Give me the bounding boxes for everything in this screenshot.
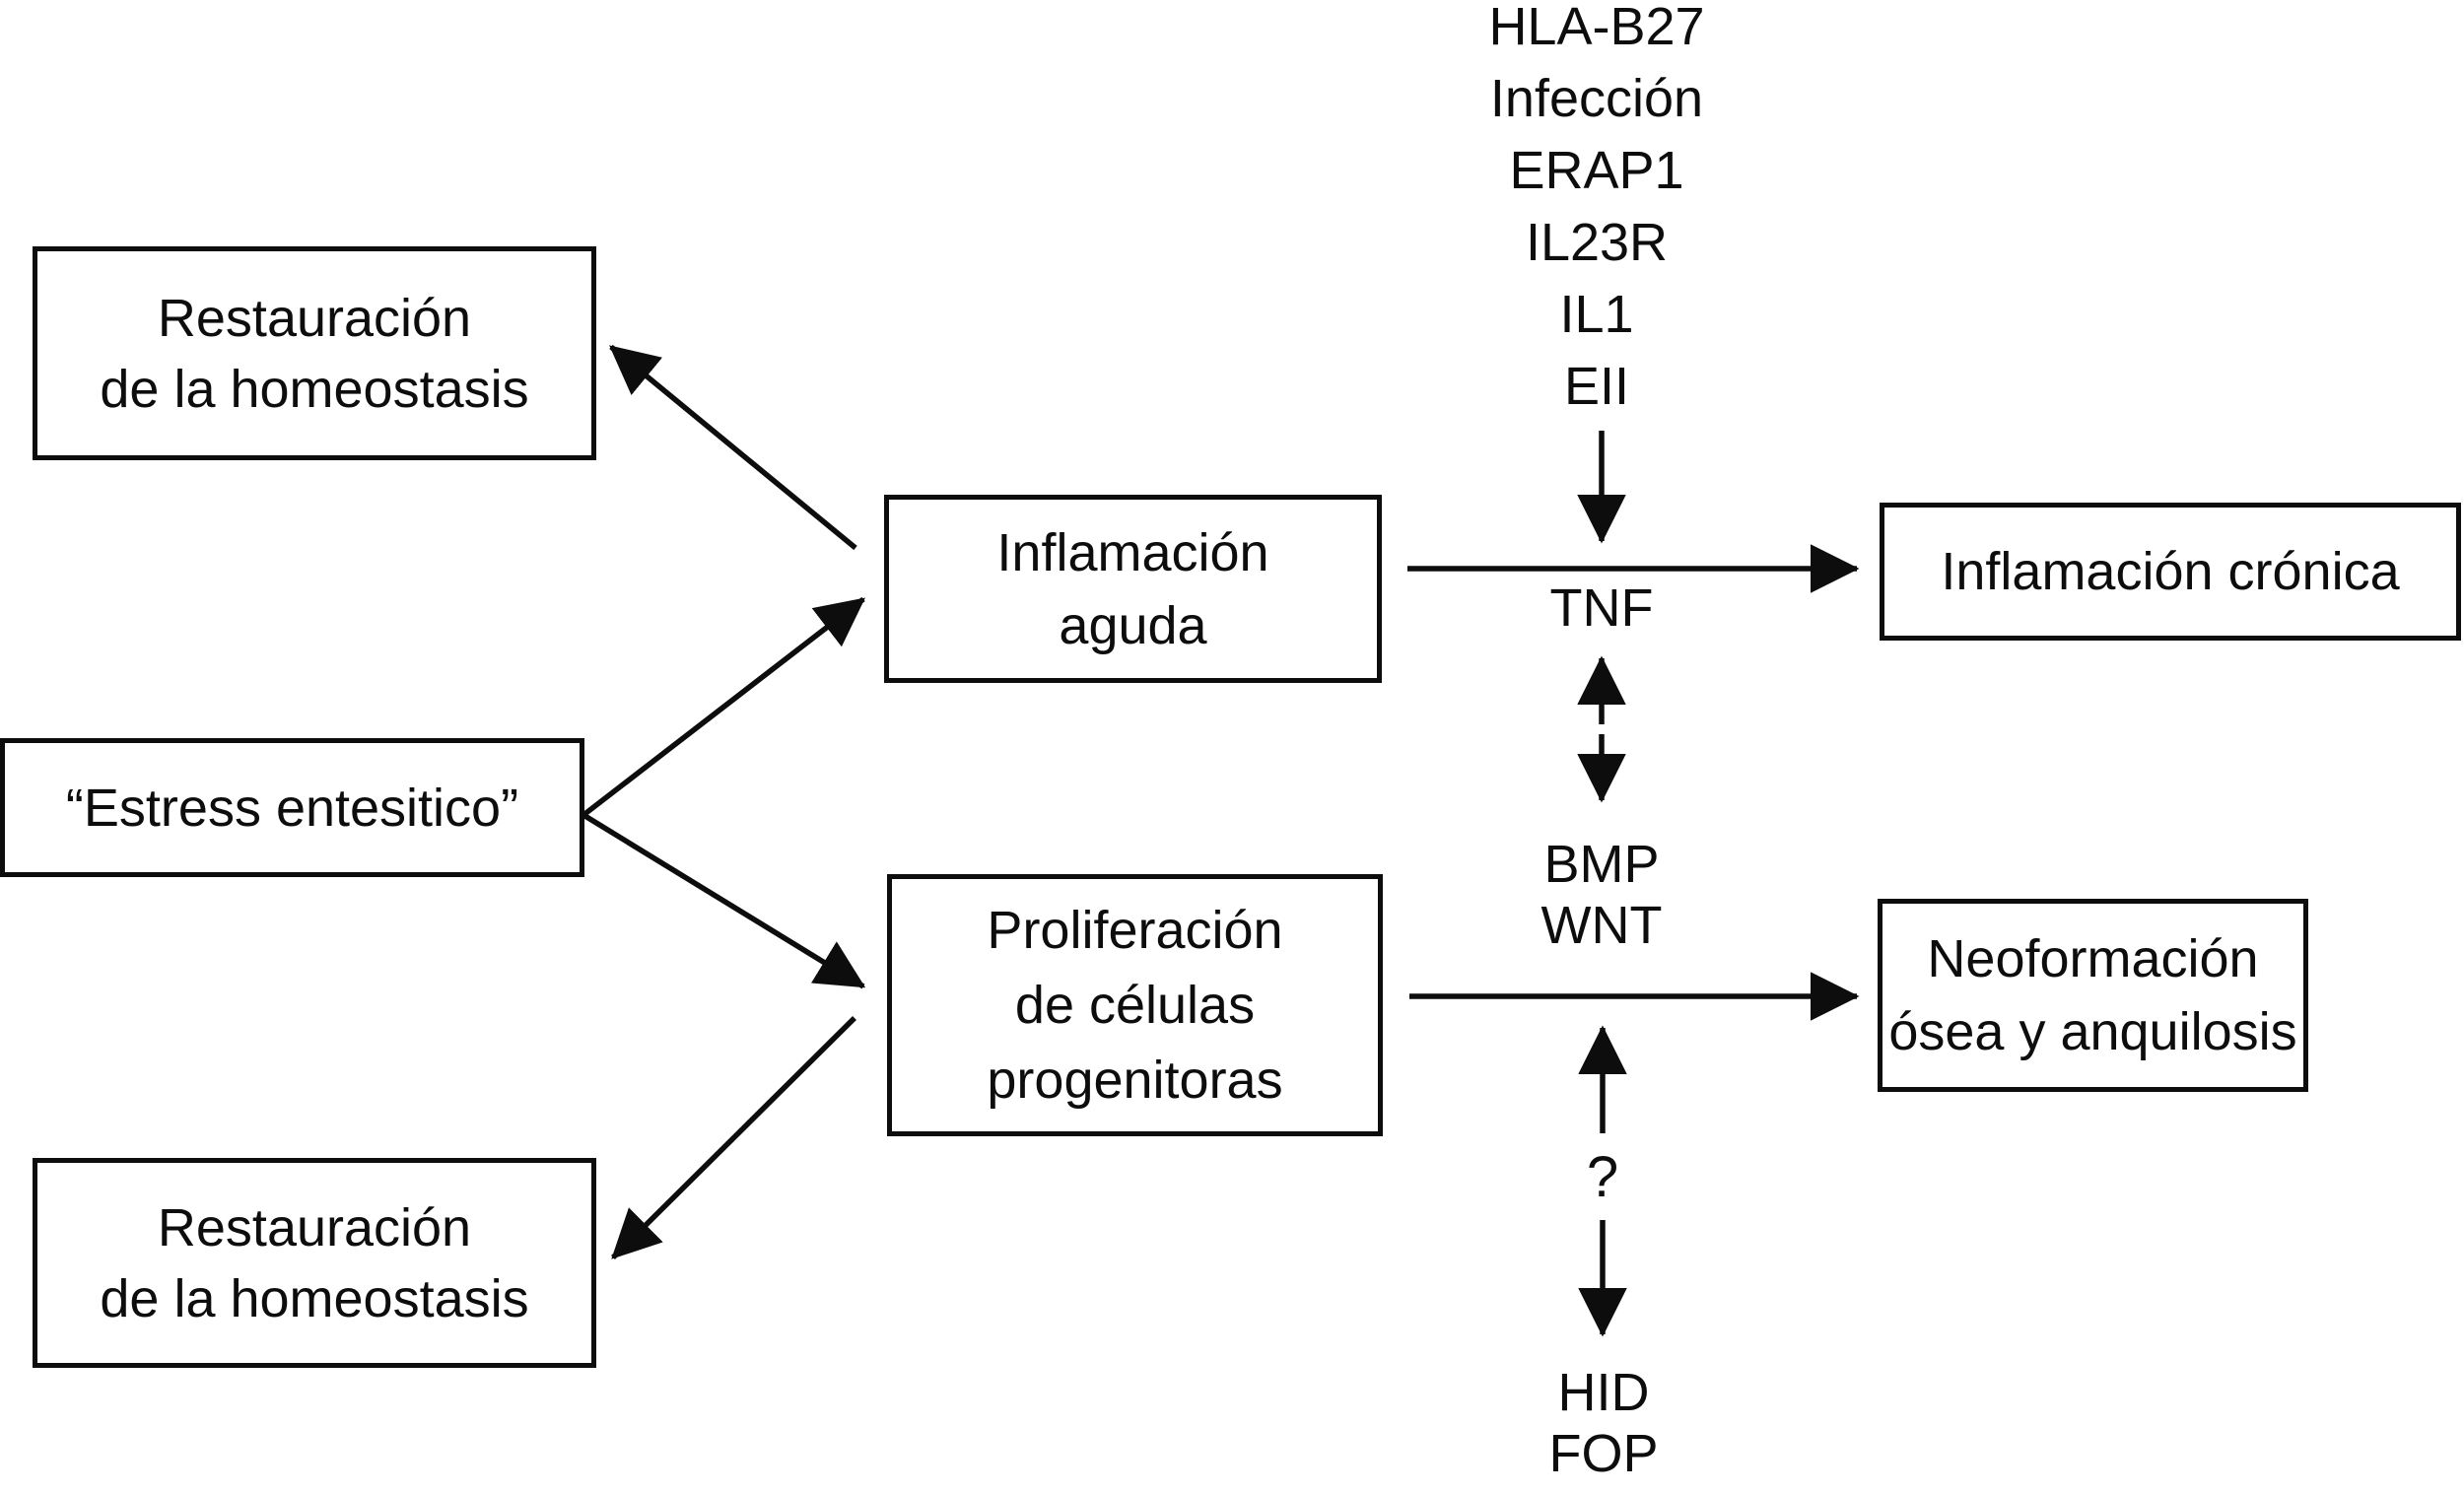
gene-label: ERAP1 <box>1509 141 1684 200</box>
node-neoformacion-osea-anquilosis: Neoformación ósea y anquilosis <box>1878 899 2308 1092</box>
arrow-stress-to-acute-icon <box>582 596 865 818</box>
node-restauracion-homeostasis-top: Restauración de la homeostasis <box>33 246 596 460</box>
node-proliferacion-celulas-progenitoras: Proliferación de células progenitoras <box>887 874 1383 1136</box>
node-label-line: Restauración <box>157 1197 472 1257</box>
gene-label: IL1 <box>1559 285 1634 344</box>
node-label-line: de la homeostasis <box>100 1268 529 1328</box>
wnt-label: WNT <box>1540 896 1663 955</box>
arrow-stress-to-proliferation-icon <box>582 812 866 989</box>
gene-label: EII <box>1563 357 1630 416</box>
node-label-line: Proliferación <box>987 901 1283 960</box>
bmp-label: BMP <box>1543 835 1660 894</box>
hid-label: HID <box>1557 1363 1650 1422</box>
node-inflamacion-aguda: Inflamación aguda <box>884 495 1382 683</box>
fop-label: FOP <box>1548 1424 1659 1483</box>
arrow-proliferation-to-homeostasis-icon <box>611 1016 856 1259</box>
question-mark-label: ? <box>1586 1145 1619 1209</box>
bmp-wnt-label: BMP WNT <box>1454 834 1749 956</box>
node-label-line: progenitoras <box>987 1051 1283 1110</box>
node-label-line: de la homeostasis <box>100 359 529 419</box>
node-inflamacion-cronica: Inflamación crónica <box>1880 503 2461 641</box>
node-restauracion-homeostasis-bottom: Restauración de la homeostasis <box>33 1158 596 1368</box>
tnf-label: TNF <box>1549 578 1654 638</box>
arrow-acute-to-homeostasis-icon <box>609 344 857 551</box>
gene-label: Infección <box>1489 69 1704 128</box>
gene-label: IL23R <box>1525 213 1669 272</box>
node-label-line: aguda <box>1059 595 1207 655</box>
node-label-line: Inflamación <box>996 522 1269 582</box>
node-estress-entesitico: “Estress entesitico” <box>0 738 584 877</box>
node-label-line: Restauración <box>157 288 472 348</box>
node-label-line: de células <box>1014 976 1256 1035</box>
gene-risk-factor-stack: HLA-B27 Infección ERAP1 IL23R IL1 EII <box>1375 0 1818 423</box>
node-label-line: ósea y anquilosis <box>1888 1002 2297 1061</box>
node-label-line: “Estress entesitico” <box>65 778 519 838</box>
node-label-line: Inflamación crónica <box>1941 542 2400 601</box>
gene-label: HLA-B27 <box>1488 0 1705 56</box>
hid-fop-label: HID FOP <box>1456 1362 1751 1484</box>
node-label-line: Neoformación <box>1927 929 2259 988</box>
